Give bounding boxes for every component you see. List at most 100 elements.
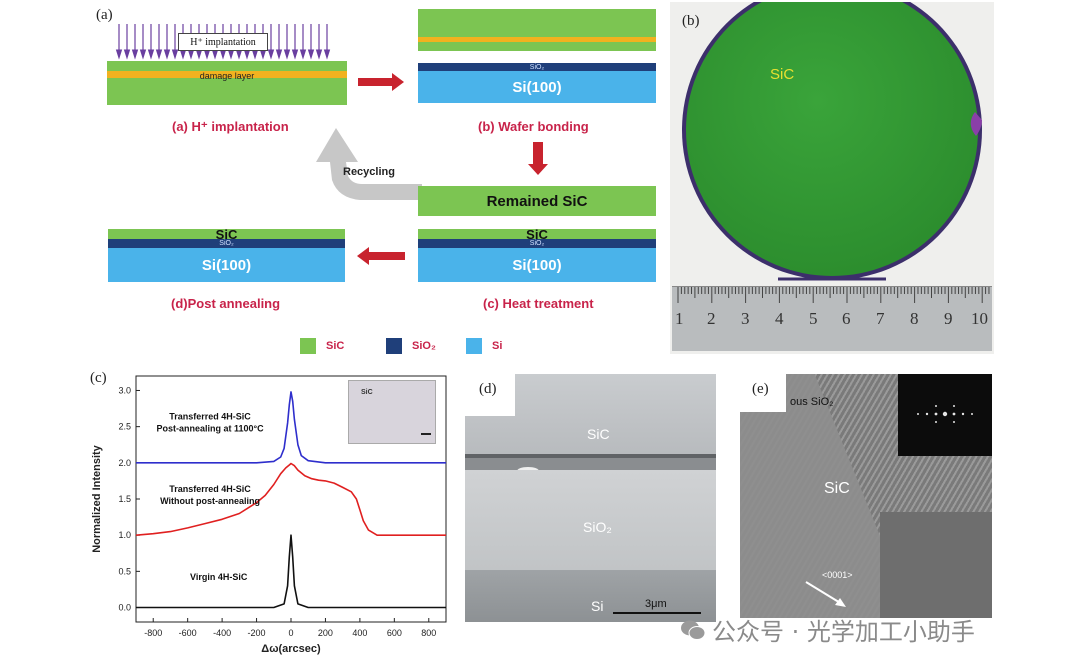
series-line-2: [136, 534, 446, 609]
panel-c-label: (c): [86, 369, 111, 388]
sio2-layer-d: SiO₂: [108, 239, 345, 248]
sem-interface: [465, 454, 716, 458]
sic-wafer-b: [418, 9, 656, 51]
implant-arrow-head: [163, 49, 171, 60]
ruler-numbers: 1 2 3 4 5 6 7 8 9 10: [672, 309, 992, 331]
ruler-number: 3: [741, 309, 750, 328]
sem-si-region: [465, 570, 716, 622]
ruler-number: 10: [971, 309, 988, 328]
implant-arrow-head: [211, 49, 219, 60]
legend-label: SiC: [326, 340, 345, 352]
sem-si-label: Si: [591, 598, 604, 614]
caption-c: (c) Heat treatment: [483, 296, 594, 311]
damage-layer-label: damage layer: [199, 71, 255, 81]
sem-sio2-region: [465, 470, 716, 570]
panel-e-tem: (e) ous SiO₂ SiC <0001>: [740, 374, 992, 618]
implant-arrow-head: [179, 49, 187, 60]
ruler-number: 8: [910, 309, 919, 328]
annotation-line: Transferred 4H-SiC: [169, 484, 251, 494]
caption-d: (d)Post annealing: [171, 296, 281, 311]
ruler-number: 4: [775, 309, 784, 328]
x-axis-label: Δω(arcsec): [261, 643, 321, 655]
panel-a-label: (a): [92, 6, 117, 25]
panel-e-label: (e): [748, 380, 773, 399]
implant-arrow-head: [283, 49, 291, 60]
implant-arrow-head: [251, 49, 259, 60]
wafer-photo: [682, 2, 982, 290]
damage-layer: [107, 71, 347, 78]
legend-swatch: [386, 338, 402, 354]
x-tick-label: -400: [213, 628, 231, 638]
ruler-number: 1: [675, 309, 684, 328]
x-tick-label: 800: [421, 628, 436, 638]
si-substrate-b: Si(100): [418, 71, 656, 103]
implant-arrow-head: [131, 49, 139, 60]
implant-arrow-head: [243, 49, 251, 60]
tem-direction-label: <0001>: [822, 570, 853, 580]
fft-inset: [898, 374, 992, 456]
legend-swatch: [300, 338, 316, 354]
implant-arrow-head: [155, 49, 163, 60]
tem-sic-label: SiC: [824, 480, 850, 497]
implant-arrow-head: [267, 49, 275, 60]
x-tick-label: -600: [179, 628, 197, 638]
implant-arrow-head: [315, 49, 323, 60]
panel-d-sem: (d) SiC SiO₂ Si 3μm: [465, 374, 716, 622]
remained-sic: Remained SiC: [418, 186, 656, 216]
y-axis-label: Normalized Intensity: [91, 444, 103, 552]
ruler-number: 5: [809, 309, 818, 328]
watermark: 公众号 · 光学加工小助手: [680, 612, 975, 647]
chart-annotation: Transferred 4H-SiC Without post-annealing: [160, 484, 260, 506]
panel-b-label: (b): [678, 12, 704, 31]
x-tick-label: 200: [318, 628, 333, 638]
annotation-line: Without post-annealing: [160, 496, 260, 506]
implant-arrow-head: [171, 49, 179, 60]
chart-annotation: Virgin 4H-SiC: [190, 572, 248, 582]
implant-arrow-head: [235, 49, 243, 60]
x-tick-label: -800: [144, 628, 162, 638]
legend-item-sio2: SiO₂: [386, 338, 466, 354]
si-substrate-d: Si(100): [108, 248, 345, 282]
implant-arrow-head: [187, 49, 195, 60]
sem-scale-label: 3μm: [645, 598, 667, 610]
implant-arrow-head: [275, 49, 283, 60]
caption-b: (b) Wafer bonding: [478, 119, 589, 134]
legend-item-sic: SiC: [300, 338, 386, 354]
legend-label: Si: [492, 340, 503, 352]
legend-label: SiO₂: [412, 340, 436, 352]
wafer-sic-label: SiC: [770, 66, 795, 83]
series-line-0: [136, 391, 446, 464]
implant-arrow-head: [115, 49, 123, 60]
legend: SiC SiO₂ Si: [300, 338, 526, 354]
series-line-1: [135, 462, 446, 536]
sic-layer-d: SiC: [108, 227, 345, 242]
implant-arrow-head: [195, 49, 203, 60]
x-tick-label: -200: [248, 628, 266, 638]
sio2-layer-b: SiO₂: [418, 63, 656, 71]
implant-arrow-head: [323, 49, 331, 60]
fft-spots: [917, 405, 973, 423]
sic-layer-c: SiC: [418, 227, 656, 242]
ruler-number: 9: [944, 309, 953, 328]
implant-arrow-head: [147, 49, 155, 60]
ruler-number: 7: [876, 309, 885, 328]
panel-b: (b) SiC 1 2 3 4 5 6 7 8 9 10: [670, 2, 994, 354]
arrow-left: [357, 247, 405, 265]
tem-direction-arrow: [805, 581, 846, 607]
legend-item-si: Si: [466, 338, 526, 354]
watermark-text: 公众号 · 光学加工小助手: [712, 618, 975, 646]
tem-sio2-label: ous SiO₂: [790, 396, 834, 408]
caption-a: (a) H⁺ implantation: [172, 119, 289, 134]
y-tick-label: 0.5: [118, 566, 131, 576]
y-tick-label: 1.0: [118, 530, 131, 540]
panel-d-label: (d): [475, 380, 501, 399]
inset-scale-bar: [421, 433, 431, 435]
implant-arrow-head: [259, 49, 267, 60]
y-tick-label: 2.5: [118, 422, 131, 432]
recycling-label: Recycling: [343, 166, 395, 178]
ruler-number: 2: [707, 309, 716, 328]
arrow-right: [358, 73, 404, 91]
y-tick-label: 0.0: [118, 603, 131, 613]
